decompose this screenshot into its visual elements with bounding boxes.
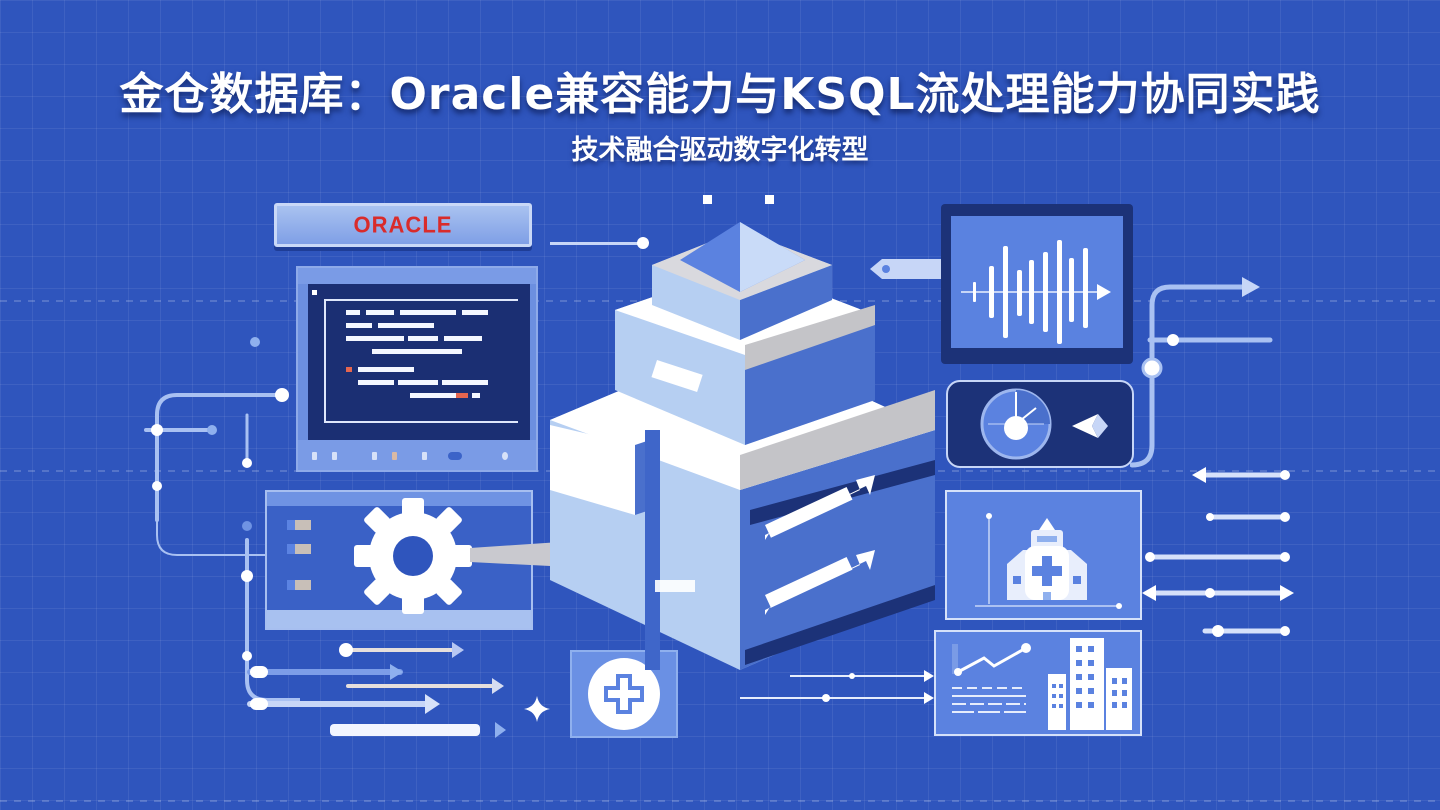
gauge-panel <box>946 380 1134 468</box>
database-server-icon <box>550 195 935 670</box>
sparkle-icon <box>524 696 550 722</box>
connector-pin <box>870 259 946 279</box>
hospital-panel <box>945 490 1142 620</box>
play-arrow-icon <box>1072 414 1108 438</box>
connector-line <box>550 242 640 245</box>
hospital-icon <box>1007 518 1087 600</box>
gauge-icon <box>980 388 1052 460</box>
connector-node <box>637 237 649 249</box>
bottom-connectors <box>740 670 934 704</box>
oracle-logo: ORACLE <box>353 211 453 238</box>
waveform-stream-icon <box>941 204 1133 364</box>
city-buildings-icon <box>1048 638 1132 730</box>
gear-icon <box>354 498 472 614</box>
flow-arrow-icon <box>247 642 506 738</box>
right-flow-arrows <box>1130 277 1294 637</box>
page-subtitle: 技术融合驱动数字化转型 <box>571 135 869 166</box>
circuit-lines <box>144 337 300 702</box>
page-title: 金仓数据库：Oracle兼容能力与KSQL流处理能力协同实践 <box>119 69 1321 120</box>
code-editor-icon <box>296 266 538 472</box>
line-chart-icon <box>952 643 1031 713</box>
oracle-banner: ORACLE <box>274 203 532 247</box>
city-panel <box>934 630 1142 736</box>
background-guide-line <box>0 800 1440 802</box>
